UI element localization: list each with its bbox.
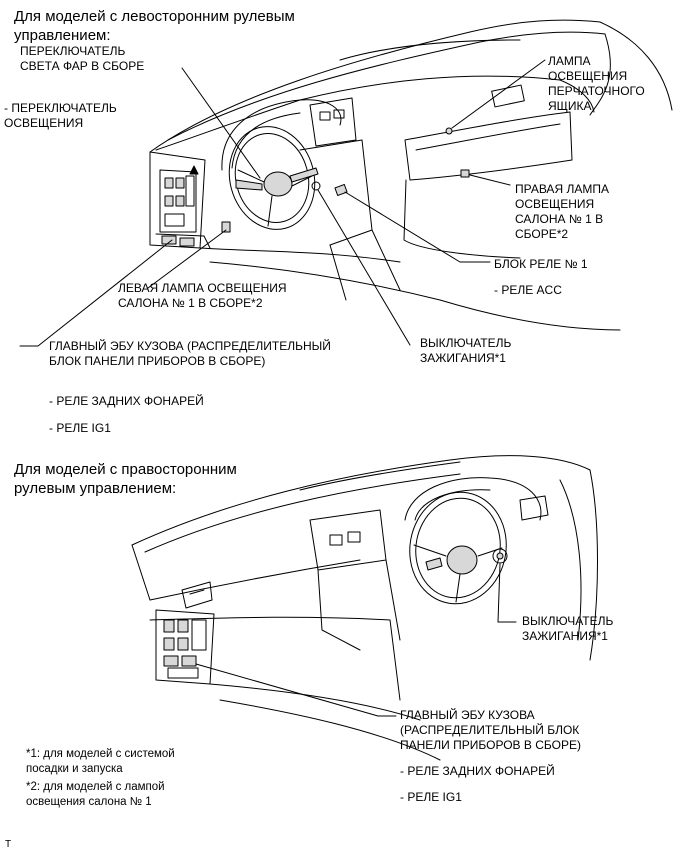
rhd-label-ignition-switch: ВЫКЛЮЧАТЕЛЬ ЗАЖИГАНИЯ*1 bbox=[522, 614, 614, 643]
lhd-leader-lines bbox=[19, 59, 546, 347]
lhd-label-ignition-switch: ВЫКЛЮЧАТЕЛЬ ЗАЖИГАНИЯ*1 bbox=[420, 336, 512, 365]
lhd-label-glovebox-lamp: ЛАМПА ОСВЕЩЕНИЯ ПЕРЧАТОЧНОГО ЯЩИКА bbox=[548, 54, 645, 113]
lhd-label-light-switch: - ПЕРЕКЛЮЧАТЕЛЬ ОСВЕЩЕНИЯ bbox=[4, 101, 117, 130]
footnote-2: *2: для моделей с лампой освещения салон… bbox=[26, 781, 165, 808]
corner-mark: T bbox=[5, 839, 12, 850]
lhd-label-right-room-lamp: ПРАВАЯ ЛАМПА ОСВЕЩЕНИЯ САЛОНА № 1 В СБОР… bbox=[515, 182, 609, 241]
lhd-dashboard-drawing bbox=[149, 19, 673, 331]
rhd-label-ig1-relay: - РЕЛЕ IG1 bbox=[400, 790, 462, 804]
rhd-leader-lines bbox=[195, 563, 517, 717]
lhd-label-acc-relay: - РЕЛЕ ACC bbox=[494, 283, 562, 297]
lhd-label-left-room-lamp: ЛЕВАЯ ЛАМПА ОСВЕЩЕНИЯ САЛОНА № 1 В СБОРЕ… bbox=[118, 281, 287, 310]
rhd-label-tail-relay: - РЕЛЕ ЗАДНИХ ФОНАРЕЙ bbox=[400, 764, 555, 778]
lhd-heading: Для моделей с левосторонним рулевым упра… bbox=[14, 8, 295, 44]
lhd-label-main-ecu: ГЛАВНЫЙ ЭБУ КУЗОВА (РАСПРЕДЕЛИТЕЛЬНЫЙ БЛ… bbox=[49, 339, 331, 368]
lhd-label-ig1-relay: - РЕЛЕ IG1 bbox=[49, 421, 111, 435]
rhd-heading: Для моделей с правосторонним рулевым упр… bbox=[14, 461, 237, 497]
footnote-1: *1: для моделей с системой посадки и зап… bbox=[26, 748, 175, 775]
lhd-label-headlight-switch: ПЕРЕКЛЮЧАТЕЛЬ СВЕТА ФАР В СБОРЕ bbox=[20, 44, 145, 73]
rhd-label-main-ecu: ГЛАВНЫЙ ЭБУ КУЗОВА (РАСПРЕДЕЛИТЕЛЬНЫЙ БЛ… bbox=[400, 708, 581, 752]
lhd-label-tail-relay: - РЕЛЕ ЗАДНИХ ФОНАРЕЙ bbox=[49, 394, 204, 408]
rhd-dashboard-drawing bbox=[131, 455, 598, 761]
lhd-label-relay-block: БЛОК РЕЛЕ № 1 bbox=[494, 257, 588, 271]
